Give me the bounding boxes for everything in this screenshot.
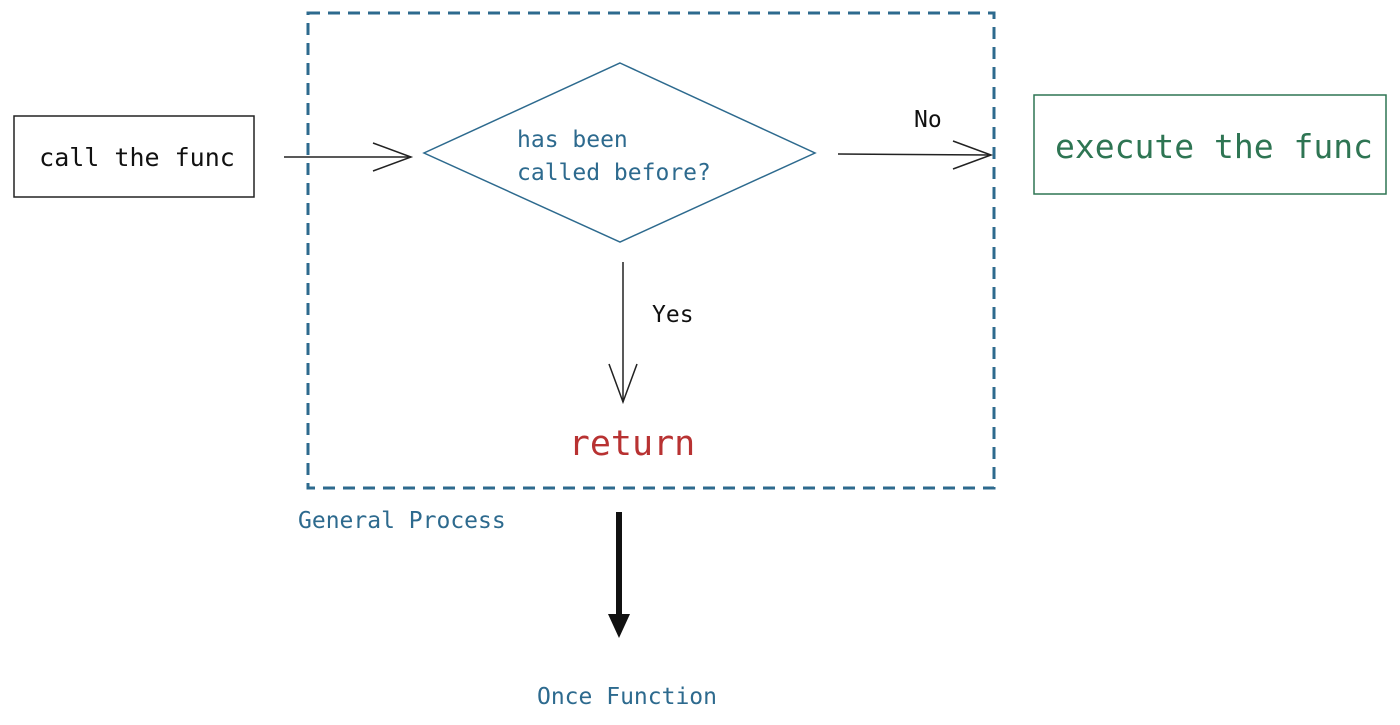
yes-label: Yes <box>652 302 694 328</box>
decision-diamond <box>422 62 817 243</box>
once-function-label: Once Function <box>537 684 717 710</box>
arrow-result-head <box>608 614 630 638</box>
arrow-start-to-decision-head <box>372 142 414 172</box>
no-label: No <box>914 107 942 133</box>
execute-func-box <box>1033 94 1387 195</box>
decision-label-line2: called before? <box>517 160 711 186</box>
call-func-box <box>13 115 255 198</box>
general-process-label: General Process <box>298 508 506 534</box>
arrow-yes-head <box>608 363 638 405</box>
execute-func-label: execute the func <box>1055 127 1373 166</box>
arrow-no <box>837 153 992 156</box>
arrow-no-head <box>952 140 994 170</box>
return-label: return <box>569 424 695 464</box>
general-process-frame <box>306 11 996 490</box>
call-func-label: call the func <box>39 143 235 172</box>
decision-label-line1: has been <box>517 127 628 153</box>
